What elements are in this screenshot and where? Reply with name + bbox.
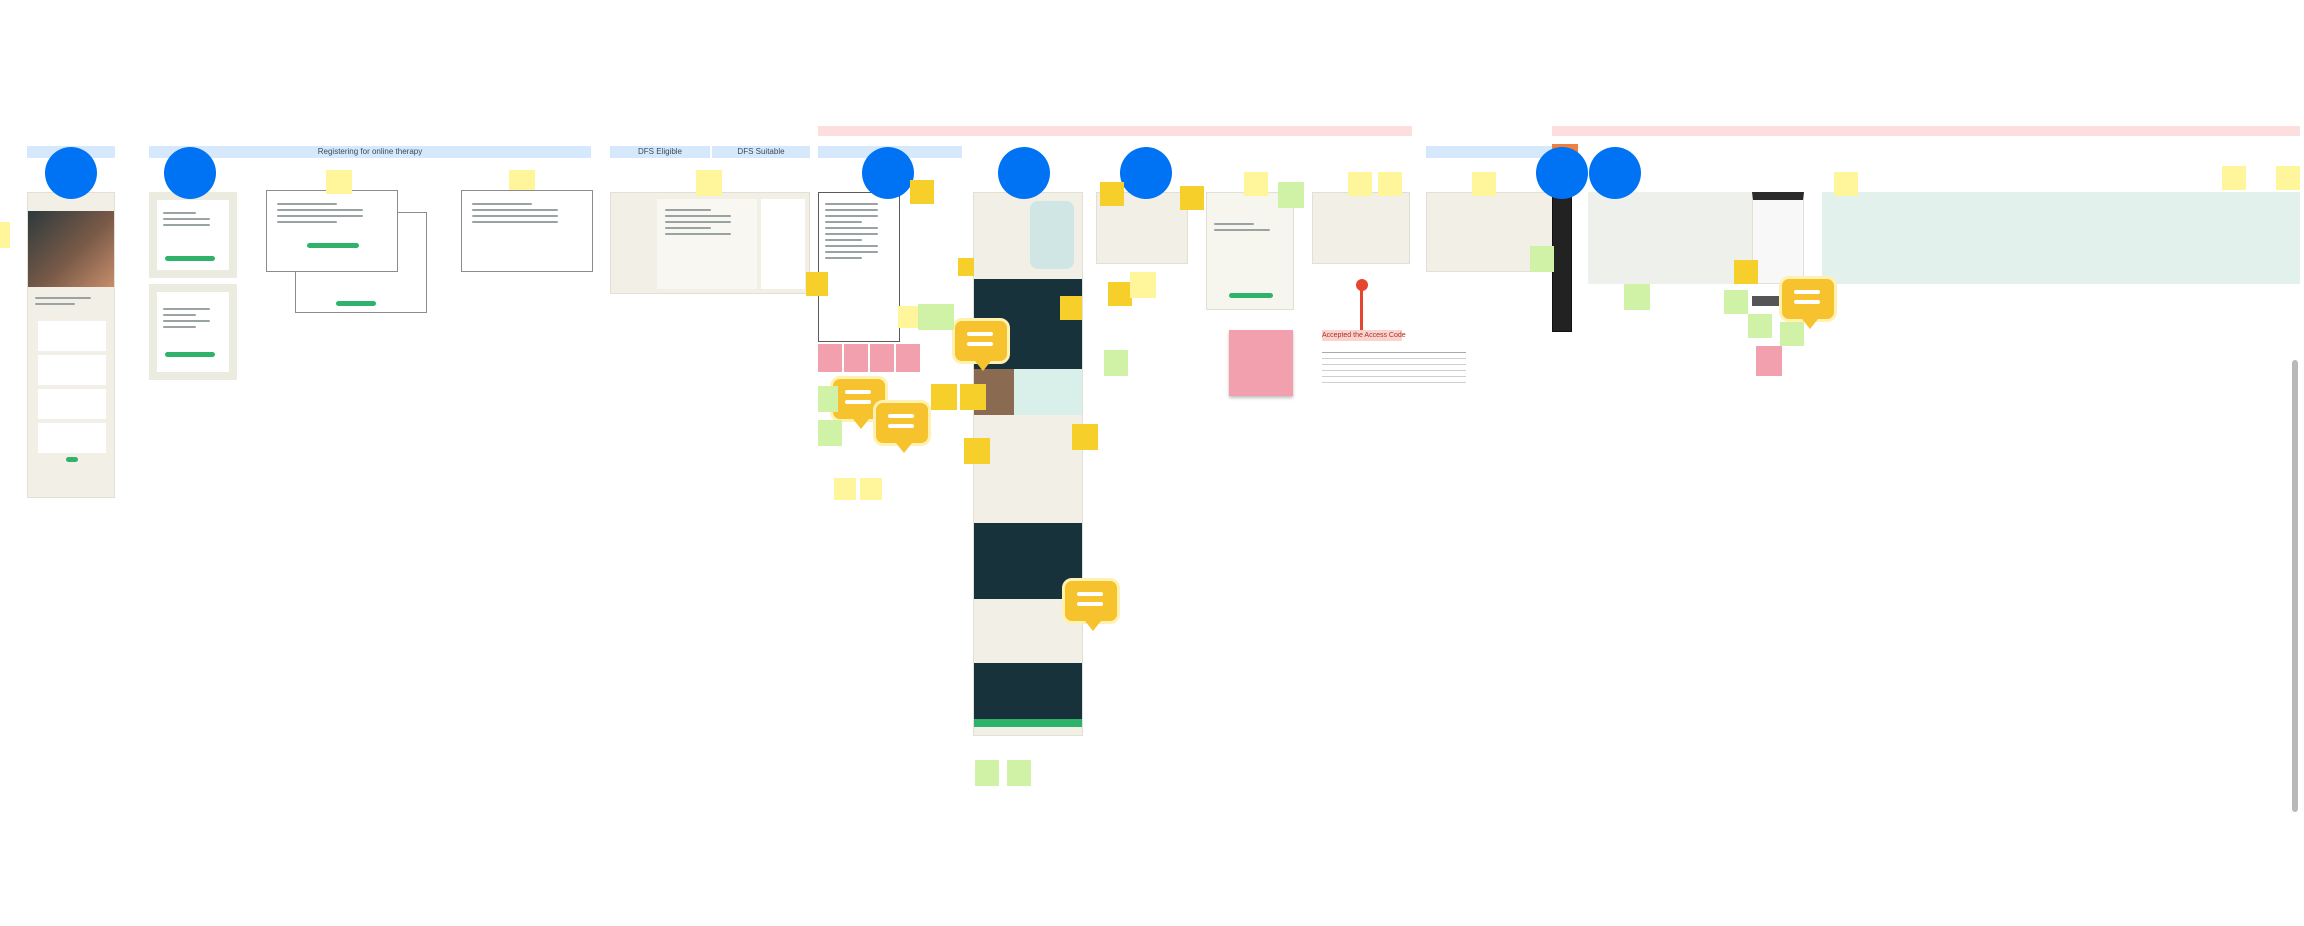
sticky-note[interactable] bbox=[1130, 272, 1156, 298]
app-carousel-strip bbox=[1822, 192, 2300, 284]
sticky-note[interactable] bbox=[958, 258, 974, 276]
comment-bubble-icon[interactable] bbox=[1779, 276, 1837, 329]
sticky-note[interactable] bbox=[1756, 346, 1782, 376]
registration-screen-2[interactable] bbox=[149, 284, 237, 380]
sticky-note[interactable] bbox=[1734, 260, 1758, 284]
accepted-access-code-label: Accepted the Access Code bbox=[1322, 330, 1406, 341]
pin-stem bbox=[1360, 288, 1363, 330]
section-header-dfs-suitable: DFS Suitable bbox=[712, 146, 810, 158]
sticky-note[interactable] bbox=[834, 478, 856, 500]
user-avatar-icon[interactable] bbox=[45, 147, 97, 199]
sticky-note[interactable] bbox=[1108, 282, 1132, 306]
dark-footer-section bbox=[974, 663, 1082, 723]
benefit-card-3 bbox=[38, 389, 106, 419]
sticky-note[interactable] bbox=[918, 304, 954, 330]
sticky-note[interactable] bbox=[326, 170, 352, 194]
onboarding-next-button[interactable] bbox=[1229, 293, 1273, 298]
map-pin-icon[interactable] bbox=[1356, 279, 1368, 291]
sticky-note[interactable] bbox=[696, 170, 722, 196]
hero-image bbox=[28, 211, 114, 287]
data-table bbox=[1322, 352, 1466, 383]
section-header-app bbox=[1426, 146, 1556, 158]
feature-list bbox=[1014, 369, 1082, 415]
user-avatar-icon[interactable] bbox=[1536, 147, 1588, 199]
sticky-note[interactable] bbox=[898, 306, 922, 328]
sticky-note[interactable] bbox=[1348, 172, 1372, 196]
comment-bubble-icon[interactable] bbox=[873, 400, 931, 453]
sticky-note[interactable] bbox=[818, 420, 842, 446]
form-submit-button[interactable] bbox=[336, 301, 376, 306]
app-phone-strip[interactable] bbox=[1552, 192, 1572, 332]
form-screen-front[interactable] bbox=[266, 190, 398, 272]
onboarding-screen-c[interactable] bbox=[1312, 192, 1410, 264]
footer-green-bar bbox=[974, 719, 1082, 727]
menu-screen[interactable] bbox=[461, 190, 593, 272]
continue-button[interactable] bbox=[165, 352, 215, 357]
onboarding-screen-b[interactable] bbox=[1206, 192, 1294, 310]
dfs-eligible-screen[interactable] bbox=[610, 192, 810, 294]
comment-bubble-icon[interactable] bbox=[1062, 578, 1120, 631]
benefit-card-4 bbox=[38, 423, 106, 453]
dfs-form-card bbox=[657, 199, 757, 289]
sticky-note[interactable] bbox=[2276, 166, 2300, 190]
sticky-note[interactable] bbox=[1724, 290, 1748, 314]
sticky-note[interactable] bbox=[931, 384, 957, 410]
user-avatar-icon[interactable] bbox=[1589, 147, 1641, 199]
phone-mockup-image bbox=[1030, 201, 1074, 269]
sticky-note[interactable] bbox=[1748, 314, 1772, 338]
user-avatar-icon[interactable] bbox=[164, 147, 216, 199]
sticky-note[interactable] bbox=[1780, 322, 1804, 346]
app-dark-screen[interactable] bbox=[1752, 192, 1804, 284]
sticky-note[interactable] bbox=[806, 272, 828, 296]
sticky-note[interactable] bbox=[1007, 760, 1031, 786]
sticky-note[interactable] bbox=[1530, 246, 1554, 272]
sticky-note[interactable] bbox=[1378, 172, 1402, 196]
consent-text-screen[interactable] bbox=[818, 192, 900, 342]
sticky-note[interactable] bbox=[910, 180, 934, 204]
sticky-note[interactable] bbox=[2222, 166, 2246, 190]
vertical-scrollbar[interactable] bbox=[2292, 360, 2298, 812]
landing-cta-button[interactable] bbox=[66, 457, 78, 462]
phase-band-1 bbox=[818, 126, 1412, 136]
sticky-note[interactable] bbox=[509, 170, 535, 190]
sticky-note[interactable] bbox=[1100, 182, 1124, 206]
pink-sticky-row bbox=[818, 344, 922, 372]
benefit-card-2 bbox=[38, 355, 106, 385]
user-avatar-icon[interactable] bbox=[1120, 147, 1172, 199]
sticky-note[interactable] bbox=[1624, 284, 1650, 310]
user-avatar-icon[interactable] bbox=[862, 147, 914, 199]
user-avatar-icon[interactable] bbox=[998, 147, 1050, 199]
sticky-note[interactable] bbox=[1104, 350, 1128, 376]
dfs-side-card bbox=[761, 199, 805, 289]
registration-screen-1[interactable] bbox=[149, 192, 237, 278]
sticky-note[interactable] bbox=[1060, 296, 1082, 320]
section-header-registering: Registering for online therapy bbox=[149, 146, 591, 158]
sticky-note[interactable] bbox=[1180, 186, 1204, 210]
sticky-note[interactable] bbox=[1834, 172, 1858, 196]
sticky-note[interactable] bbox=[1278, 182, 1304, 208]
pink-note[interactable] bbox=[1229, 330, 1293, 396]
landing-page-frame[interactable] bbox=[27, 192, 115, 498]
sticky-note[interactable] bbox=[1244, 172, 1268, 196]
section-header-dfs-eligible: DFS Eligible bbox=[610, 146, 710, 158]
form-next-button[interactable] bbox=[307, 243, 359, 248]
sticky-note[interactable] bbox=[1472, 172, 1496, 196]
sticky-note[interactable] bbox=[960, 384, 986, 410]
sticky-note[interactable] bbox=[1072, 424, 1098, 450]
register-button[interactable] bbox=[165, 256, 215, 261]
benefit-card-1 bbox=[38, 321, 106, 351]
sticky-note[interactable] bbox=[0, 222, 10, 248]
phase-band-2 bbox=[1552, 126, 2300, 136]
sticky-note[interactable] bbox=[818, 386, 838, 412]
long-scroll-page[interactable] bbox=[973, 192, 1083, 736]
sticky-note[interactable] bbox=[975, 760, 999, 786]
sticky-note[interactable] bbox=[964, 438, 990, 464]
status-block bbox=[1752, 296, 1784, 306]
sticky-note[interactable] bbox=[860, 478, 882, 500]
comment-bubble-icon[interactable] bbox=[952, 318, 1010, 371]
